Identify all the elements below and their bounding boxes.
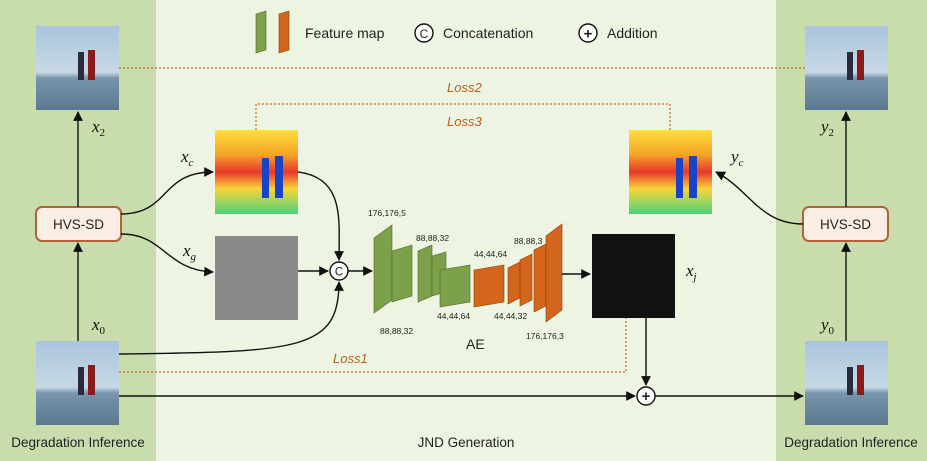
ae-block-5	[439, 264, 471, 308]
legend-concatenation-label: Concatenation	[443, 25, 533, 41]
ae-block-3	[417, 244, 433, 303]
center-panel-bg	[156, 0, 776, 461]
ae-block-8	[519, 253, 533, 307]
arrow-hvs-to-xc	[120, 167, 214, 215]
right-panel-caption: Degradation Inference	[784, 435, 918, 450]
flow-arrows	[73, 111, 851, 401]
legend-concat-icon	[414, 23, 434, 43]
loss-lines	[119, 67, 805, 373]
loss1-label: Loss1	[333, 351, 368, 366]
hvs-sd-right-label: HVS-SD	[820, 217, 871, 232]
ae-block-7	[507, 261, 521, 305]
hvs-sd-left-label: HVS-SD	[53, 217, 104, 232]
loss3-line	[255, 103, 671, 130]
legend-addition-label: Addition	[607, 25, 658, 41]
heatmap-yc	[629, 130, 712, 214]
var-y0: y0	[819, 315, 835, 337]
dim-label-1: 176,176,5	[368, 208, 406, 218]
dim-label-8: 176,176,3	[526, 331, 564, 341]
ae-block-9	[533, 243, 547, 313]
arrow-xc-to-concat	[297, 171, 344, 261]
var-xg: xg	[182, 241, 197, 263]
dim-label-4: 88,88,32	[416, 233, 449, 243]
image-y2	[805, 26, 888, 110]
autoencoder	[373, 223, 563, 323]
dim-label-2: 88,88,32	[380, 326, 413, 336]
image-xj	[592, 234, 675, 318]
ae-block-10	[545, 223, 563, 323]
legend-green-block-icon	[255, 10, 267, 54]
arrow-hvs-to-yc	[715, 171, 804, 225]
loss3-label: Loss3	[447, 114, 482, 129]
concat-node-symbol: C	[335, 267, 343, 279]
arrow-hvs-to-xg	[120, 233, 214, 277]
var-xj: xj	[685, 261, 697, 283]
dim-label-3: 44,44,64	[437, 311, 470, 321]
heatmap-xc	[215, 130, 298, 214]
image-y0	[805, 341, 888, 425]
var-y2: y2	[819, 117, 834, 139]
legend-concat-symbol: C	[420, 27, 429, 41]
legend-orange-block-icon	[278, 10, 290, 54]
var-yc: yc	[729, 147, 744, 169]
legend-add-icon	[578, 23, 598, 43]
var-x0: x0	[91, 315, 106, 337]
center-panel-caption: JND Generation	[418, 435, 515, 450]
loss1-line	[119, 318, 627, 373]
arrow-x0-to-concat	[118, 281, 344, 355]
ae-block-2	[391, 244, 413, 303]
add-node-symbol: +	[642, 388, 651, 405]
ae-label: AE	[466, 336, 485, 352]
var-x2: x2	[91, 117, 105, 139]
dim-label-5: 44,44,64	[474, 249, 507, 259]
image-xg	[215, 236, 298, 320]
legend: Feature map C Concatenation + Addition	[255, 10, 658, 54]
image-x0	[36, 341, 119, 425]
image-x2	[36, 26, 119, 110]
ae-block-6	[473, 264, 505, 308]
loss2-label: Loss2	[447, 80, 482, 95]
var-xc: xc	[180, 147, 194, 169]
ae-block-1	[373, 224, 393, 314]
legend-add-symbol: +	[584, 26, 593, 43]
dim-label-7: 88,88,3	[514, 236, 543, 246]
legend-feature-map-label: Feature map	[305, 25, 385, 41]
dim-label-6: 44,44,32	[494, 311, 527, 321]
left-panel-caption: Degradation Inference	[11, 435, 145, 450]
